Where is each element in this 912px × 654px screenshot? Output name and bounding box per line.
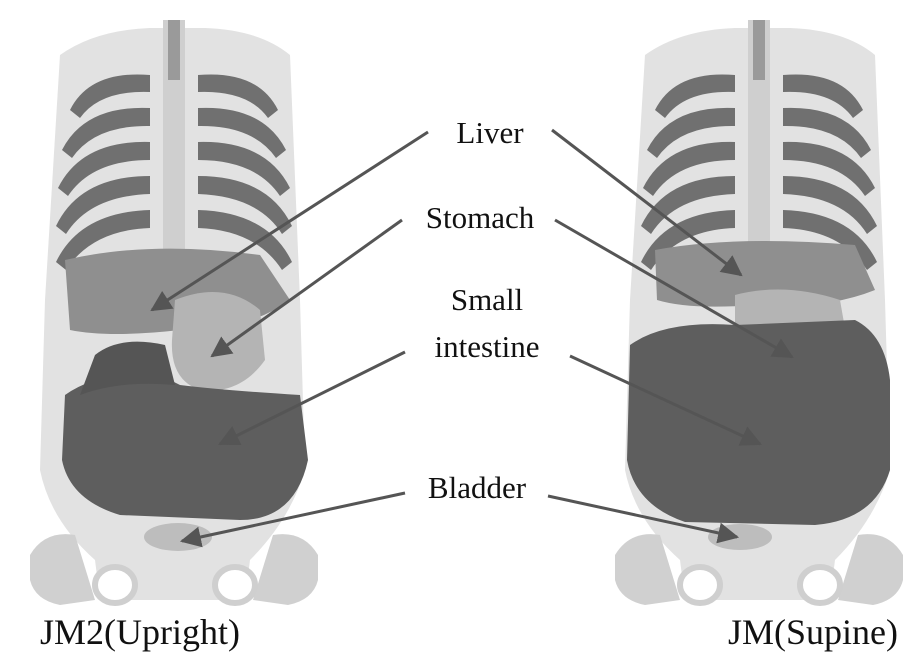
label-stomach: Stomach [426,200,535,235]
caption-supine: JM(Supine) [728,612,898,652]
caption-upright: JM2(Upright) [40,612,240,652]
label-liver: Liver [456,115,524,150]
supine-small-intestine [627,320,890,525]
label-small-intestine-line1: Small [451,282,523,317]
label-small-intestine-line2: intestine [434,329,539,364]
label-bladder: Bladder [428,470,527,505]
supine-phantom [615,20,903,605]
upright-small-intestine [62,374,308,520]
supine-bladder [708,524,772,550]
